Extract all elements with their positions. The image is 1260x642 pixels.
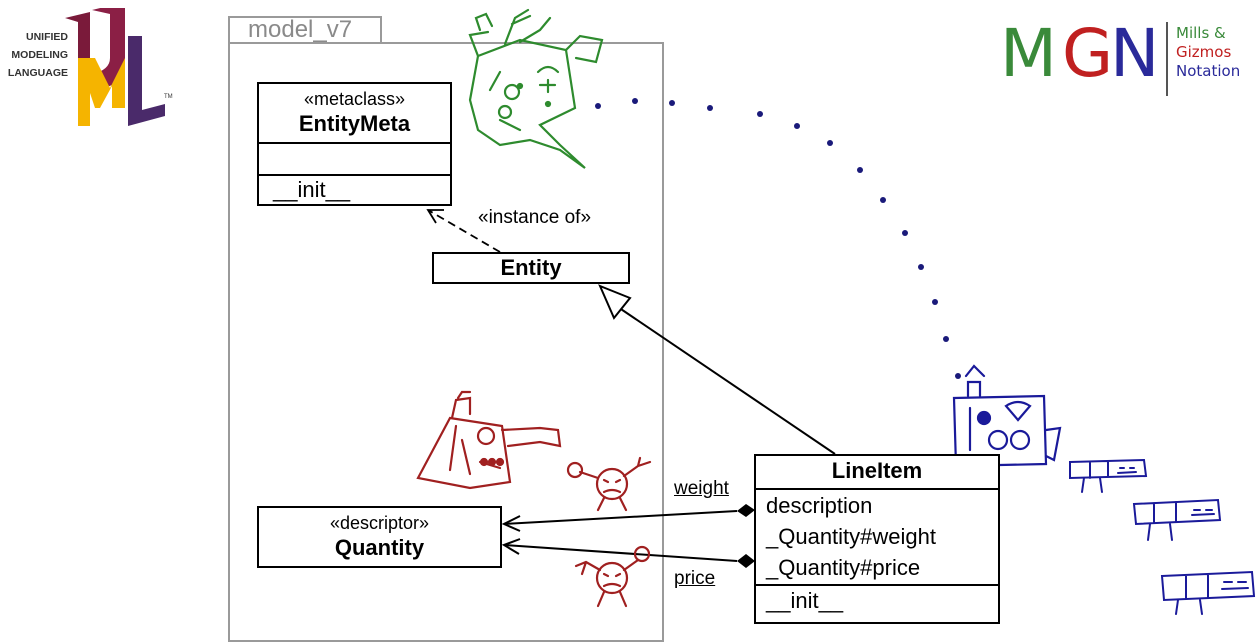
uml-logo-icon: UNIFIED MODELING LANGUAGE TM bbox=[0, 8, 175, 128]
instance-of-label: «instance of» bbox=[478, 207, 592, 228]
class-entity[interactable]: Entity bbox=[432, 252, 630, 284]
entity-meta-name: EntityMeta bbox=[298, 111, 411, 136]
mgn-text-line2: Gizmos bbox=[1176, 43, 1232, 61]
entity-meta-attributes bbox=[259, 144, 450, 176]
mgn-divider bbox=[1166, 22, 1168, 96]
blue-creature-icon bbox=[1069, 458, 1256, 615]
uml-text-line1: UNIFIED bbox=[26, 31, 68, 43]
uml-text-line3: LANGUAGE bbox=[7, 67, 68, 79]
line-item-attr-weight: _Quantity#weight bbox=[766, 524, 936, 549]
diagram-lines bbox=[416, 8, 1256, 615]
line-item-methods: __init__ bbox=[766, 588, 844, 613]
weight-role-label: weight bbox=[674, 478, 729, 499]
line-item-attr-description: description bbox=[766, 493, 873, 518]
entity-meta-methods: __init__ bbox=[273, 177, 351, 202]
class-quantity[interactable]: «descriptor» Quantity bbox=[257, 506, 502, 568]
entity-meta-stereotype: «metaclass» bbox=[303, 89, 406, 109]
line-item-attr-price: _Quantity#price bbox=[766, 555, 921, 580]
red-gizmo-icon bbox=[416, 390, 562, 490]
price-role-label: price bbox=[674, 568, 716, 589]
class-entity-meta[interactable]: «metaclass» EntityMeta __init__ bbox=[257, 82, 452, 206]
mgn-text-line1: Mills & bbox=[1176, 24, 1226, 42]
dotted-path bbox=[595, 98, 961, 379]
quantity-stereotype: «descriptor» bbox=[329, 513, 430, 533]
green-gizmo-icon bbox=[468, 8, 604, 169]
uml-trademark: TM bbox=[164, 94, 173, 100]
mgn-letter-g: G bbox=[1062, 15, 1114, 92]
quantity-name: Quantity bbox=[334, 535, 425, 560]
mgn-text-line3: Notation bbox=[1176, 62, 1241, 80]
mgn-letter-m: M bbox=[1000, 15, 1057, 92]
line-item-name: LineItem bbox=[831, 458, 923, 483]
class-line-item[interactable]: LineItem description _Quantity#weight _Q… bbox=[754, 454, 1000, 624]
blue-gizmo-icon bbox=[952, 364, 1062, 468]
mgn-letter-n: N bbox=[1110, 15, 1160, 92]
red-creature-icon bbox=[566, 456, 652, 512]
uml-text-line2: MODELING bbox=[11, 49, 68, 61]
mgn-logo-icon: M G N Mills & Gizmos Notation bbox=[990, 14, 1260, 104]
package-tab: model_v7 bbox=[228, 16, 382, 42]
red-creature-icon-2 bbox=[574, 545, 651, 608]
entity-name: Entity bbox=[500, 255, 562, 280]
